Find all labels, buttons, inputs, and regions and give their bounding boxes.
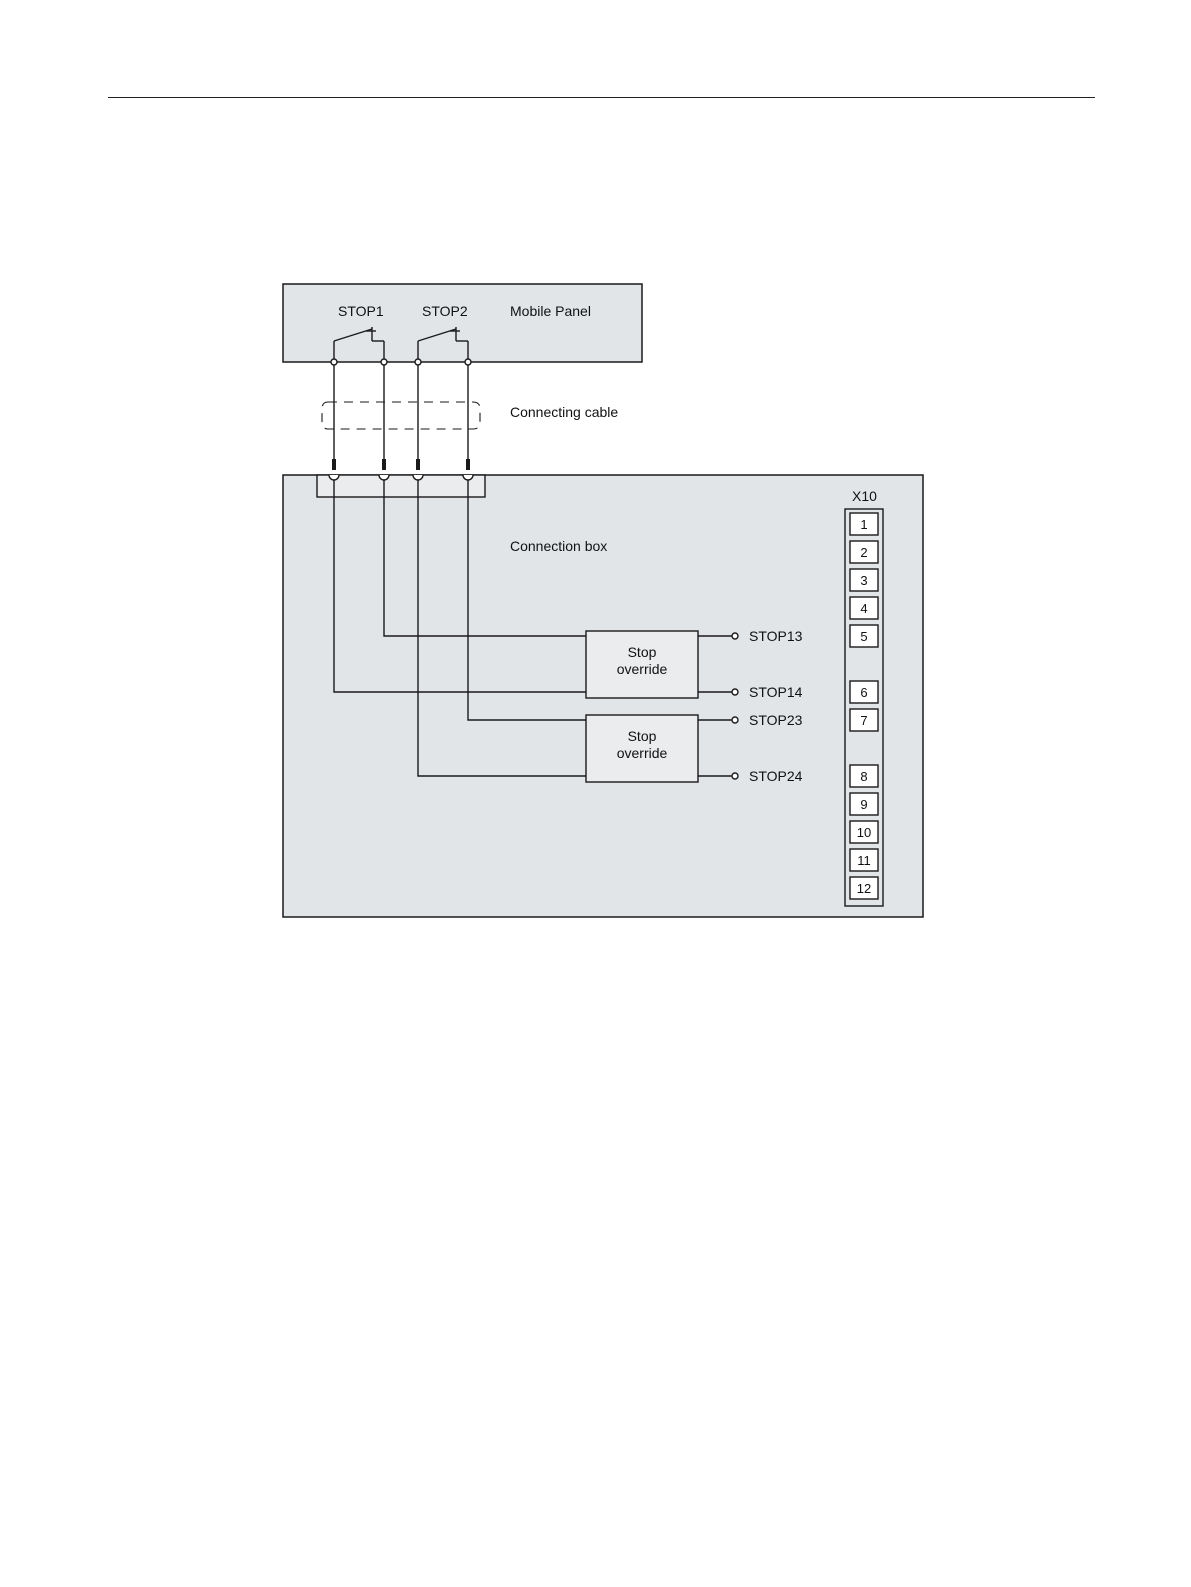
output-label-stop24: STOP24 xyxy=(749,768,803,784)
terminal-label-x10: X10 xyxy=(852,488,877,504)
terminal-pin-label: 9 xyxy=(860,797,867,812)
terminal-pin-label: 3 xyxy=(860,573,867,588)
output-label-stop23: STOP23 xyxy=(749,712,803,728)
terminal-pin-label: 1 xyxy=(860,517,867,532)
terminal-pin-label: 10 xyxy=(857,825,871,840)
override-1-line1: Stop xyxy=(628,644,657,660)
terminal-pin-label: 4 xyxy=(860,601,867,616)
cable-plug-pins xyxy=(332,459,470,470)
mobile-panel-box xyxy=(283,284,642,362)
switch-label-stop2: STOP2 xyxy=(422,303,468,319)
mobile-panel: STOP1 STOP2 Mobile Panel xyxy=(283,284,642,365)
cable-label: Connecting cable xyxy=(510,404,618,420)
cable-outline xyxy=(322,402,480,429)
terminal-pin-label: 5 xyxy=(860,629,867,644)
cable-wires xyxy=(334,365,468,470)
switch-label-stop1: STOP1 xyxy=(338,303,384,319)
terminal-pin-label: 11 xyxy=(857,853,871,868)
output-label-stop13: STOP13 xyxy=(749,628,803,644)
mobile-panel-label: Mobile Panel xyxy=(510,303,591,319)
stop-override-block-2: Stop override xyxy=(586,715,698,782)
override-2-line2: override xyxy=(617,745,668,761)
stop-override-block-1: Stop override xyxy=(586,631,698,698)
terminal-pin-label: 2 xyxy=(860,545,867,560)
override-2-line1: Stop xyxy=(628,728,657,744)
output-label-stop14: STOP14 xyxy=(749,684,803,700)
connection-box: Connection box Stop override Stop xyxy=(283,475,923,917)
terminal-pin-label: 7 xyxy=(860,713,867,728)
terminal-pin-label: 6 xyxy=(860,685,867,700)
connection-box-label: Connection box xyxy=(510,538,607,554)
socket-block xyxy=(317,475,485,497)
terminal-pin-label: 12 xyxy=(857,881,871,896)
terminal-pin-label: 8 xyxy=(860,769,867,784)
override-1-line2: override xyxy=(617,661,668,677)
